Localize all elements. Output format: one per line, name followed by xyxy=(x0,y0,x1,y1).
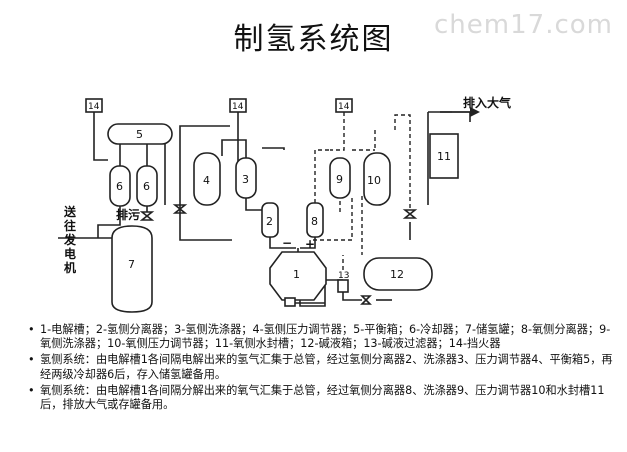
label-12: 12 xyxy=(390,268,404,281)
alkali-tank-12: 12 xyxy=(363,257,433,291)
hydrogen-washer-3: 3 xyxy=(235,157,257,199)
flame-arrestor-right: 14 xyxy=(335,98,353,113)
label-3: 3 xyxy=(242,173,249,186)
oxygen-regulator-10: 10 xyxy=(363,152,391,206)
label-2: 2 xyxy=(266,215,273,228)
watermark: chem17.com xyxy=(434,10,613,40)
send-to-generator-label: 送 往 发 电 机 xyxy=(63,204,77,275)
valve-right-stem xyxy=(402,209,418,219)
label-7: 7 xyxy=(128,258,135,271)
label-6-right: 6 xyxy=(143,180,150,193)
page-title: 制氢系统图 xyxy=(233,22,394,57)
label-6-left: 6 xyxy=(116,180,123,193)
valve-left-stem xyxy=(172,204,188,214)
label-10: 10 xyxy=(367,174,381,187)
label-13: 13 xyxy=(338,271,349,281)
flame-arrestor-center: 14 xyxy=(229,98,247,113)
minus-sign: − xyxy=(282,236,292,250)
drain-valve: 排污 xyxy=(116,207,155,222)
label-9: 9 xyxy=(336,173,343,186)
label-14-right: 14 xyxy=(338,102,350,112)
oxygen-separator-8: 8 xyxy=(306,202,324,238)
label-1: 1 xyxy=(293,268,300,281)
alkali-filter-13: 13 xyxy=(337,271,349,293)
hydrogen-regulator-4: 4 xyxy=(193,152,221,206)
pipe-network xyxy=(58,111,471,307)
plus-sign: + xyxy=(305,237,315,251)
label-8: 8 xyxy=(311,215,318,228)
balance-tank-5: 5 xyxy=(107,123,173,145)
flame-arrestor-left: 14 xyxy=(85,98,103,113)
cooler-6-right: 6 xyxy=(136,165,158,207)
label-14-left: 14 xyxy=(88,102,100,112)
svg-text:机: 机 xyxy=(64,260,76,275)
cooler-6-left: 6 xyxy=(109,165,131,207)
electrolyzer-1: 1 xyxy=(269,251,327,307)
drain-label: 排污 xyxy=(116,207,140,222)
legend-note: 1-电解槽；2-氢侧分离器；3-氢侧洗涤器；4-氢侧压力调节器；5-平衡箱；6-… xyxy=(28,323,613,351)
svg-text:电: 电 xyxy=(64,246,76,261)
label-5: 5 xyxy=(136,128,143,141)
label-11: 11 xyxy=(437,150,451,163)
svg-text:发: 发 xyxy=(63,232,77,247)
hydrogen-separator-2: 2 xyxy=(261,202,279,238)
oxygen-side-note: 氧侧系统：由电解槽1各间隔分解出来的氧气汇集于总管，经过氧侧分离器8、洗涤器9、… xyxy=(28,384,613,412)
svg-text:送: 送 xyxy=(63,204,77,219)
exhaust-arrow: 排入大气 xyxy=(452,95,511,117)
exhaust-label: 排入大气 xyxy=(463,95,511,110)
hydrogen-storage-7: 7 xyxy=(111,225,153,313)
notes-list: 1-电解槽；2-氢侧分离器；3-氢侧洗涤器；4-氢侧压力调节器；5-平衡箱；6-… xyxy=(28,323,613,414)
hydrogen-side-note: 氢侧系统：由电解槽1各间隔电解出来的氢气汇集于总管，经过氢侧分离器2、洗涤器3、… xyxy=(28,353,613,381)
system-diagram: 14 14 14 5 6 6 排污 7 送 往 发 电 机 xyxy=(58,95,511,313)
label-4: 4 xyxy=(203,174,210,187)
label-14-center: 14 xyxy=(232,102,244,112)
valve-alkali xyxy=(360,295,372,305)
oxygen-washer-9: 9 xyxy=(329,157,351,199)
oxygen-water-seal-11: 11 xyxy=(429,133,459,179)
svg-text:往: 往 xyxy=(64,218,76,233)
